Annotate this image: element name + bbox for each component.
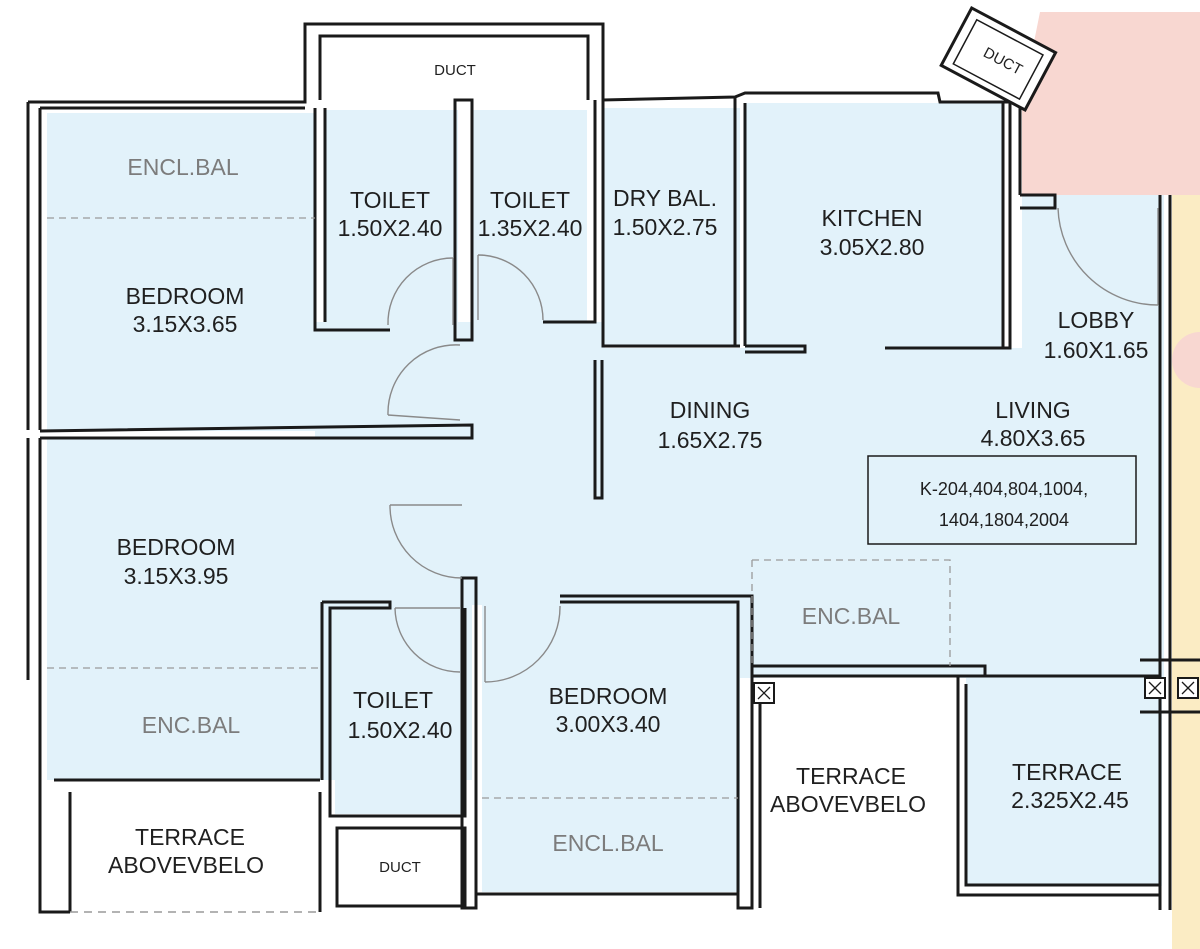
encl-bal-bottom-label: ENCL.BAL	[552, 830, 663, 856]
walls	[26, 22, 1200, 914]
toilet-3-label: TOILET	[353, 687, 433, 713]
enc-bal-living-label: ENC.BAL	[802, 603, 901, 629]
bedroom-2-label: BEDROOM	[117, 534, 236, 560]
unit-code-line-2: 1404,1804,2004	[939, 510, 1069, 530]
neighbor-unit-pink	[1022, 12, 1200, 195]
door-swings	[387, 207, 1159, 683]
room-fills	[47, 103, 1164, 892]
unit-code-box	[867, 455, 1137, 545]
living-size: 4.80X3.65	[981, 425, 1086, 451]
bedroom-3-size: 3.00X3.40	[556, 711, 661, 737]
enc-bal-left-label: ENC.BAL	[142, 712, 241, 738]
toilet-1-label: TOILET	[350, 187, 430, 213]
bedroom-1-size: 3.15X3.65	[133, 311, 238, 337]
terrace-left-note: ABOVEVBELO	[108, 852, 264, 878]
kitchen-label: KITCHEN	[822, 205, 923, 231]
dashed-lines	[47, 217, 951, 799]
toilet-2-size: 1.35X2.40	[478, 215, 583, 241]
bedroom-3-label: BEDROOM	[549, 683, 668, 709]
neighbor-unit-yellow	[1172, 195, 1200, 949]
unit-code-line-1: K-204,404,804,1004,	[920, 479, 1088, 499]
bedroom-1-label: BEDROOM	[126, 283, 245, 309]
dining-label: DINING	[670, 397, 751, 423]
terrace-center-note: ABOVEVBELO	[770, 791, 926, 817]
dry-bal-size: 1.50X2.75	[613, 214, 718, 240]
lobby-label: LOBBY	[1058, 307, 1135, 333]
terrace-right-size: 2.325X2.45	[1011, 787, 1129, 813]
toilet-3-size: 1.50X2.40	[348, 717, 453, 743]
toilet-2-label: TOILET	[490, 187, 570, 213]
toilet-1-size: 1.50X2.40	[338, 215, 443, 241]
white-areas	[70, 36, 956, 910]
lobby-size: 1.60X1.65	[1044, 337, 1149, 363]
dry-bal-label: DRY BAL.	[613, 185, 717, 211]
terrace-right-label: TERRACE	[1012, 759, 1122, 785]
shaft-crosses	[757, 681, 1195, 700]
duct-top-label: DUCT	[434, 62, 476, 79]
dining-size: 1.65X2.75	[658, 427, 763, 453]
living-label: LIVING	[995, 397, 1070, 423]
terrace-left-label: TERRACE	[135, 824, 245, 850]
duct-bottom-label: DUCT	[379, 859, 421, 876]
duct-top-right-shape	[939, 5, 1058, 112]
kitchen-size: 3.05X2.80	[820, 234, 925, 260]
terrace-center-label: TERRACE	[796, 763, 906, 789]
bedroom-2-size: 3.15X3.95	[124, 563, 229, 589]
neighbor-unit-pink-blob	[1172, 332, 1200, 388]
encl-bal-top-left-label: ENCL.BAL	[127, 154, 238, 180]
